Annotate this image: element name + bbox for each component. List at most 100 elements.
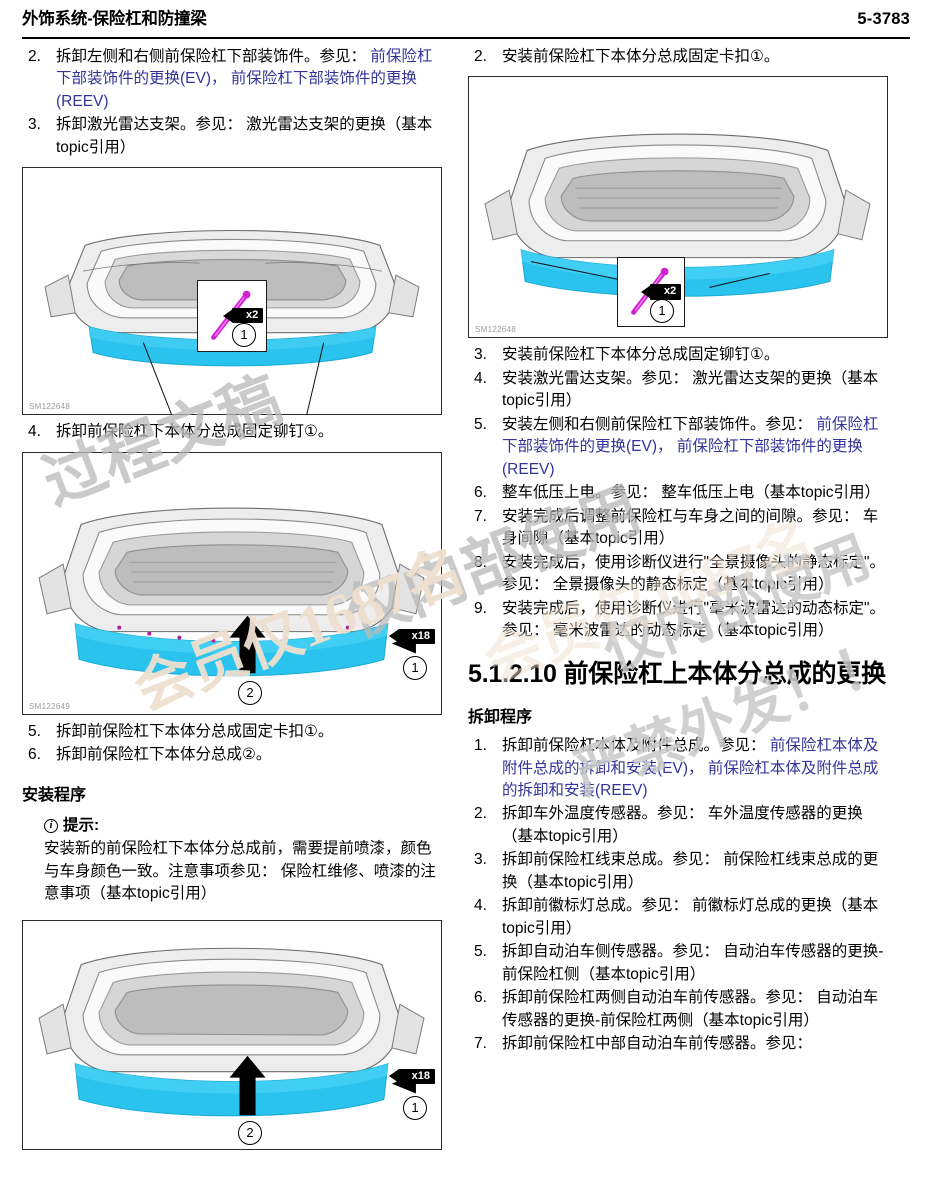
right-removal-steps: 1. 拆卸前保险杠本体及附件总成。参见： 前保险杠本体及附件总成的拆卸和安装(E… bbox=[468, 735, 888, 1056]
step-text: 拆卸车外温度传感器。参见： 车外温度传感器的更换（基本topic引用） bbox=[502, 805, 863, 845]
callout-number: 2 bbox=[238, 680, 262, 705]
step-text: 安装前保险杠下本体分总成固定铆钉①。 bbox=[502, 346, 780, 364]
list-item: 6. 拆卸前保险杠两侧自动泊车前传感器。参见： 自动泊车传感器的更换-前保险杠两… bbox=[468, 987, 888, 1032]
step-link[interactable]: 前保险杠下部装饰件的更换(REEV) bbox=[56, 70, 417, 110]
page-number: 5-3783 bbox=[857, 10, 910, 28]
step-text: 拆卸前保险杠线束总成。参见： 前保险杠线束总成的更换（基本topic引用） bbox=[502, 851, 879, 891]
list-item: 8. 安装完成后，使用诊断仪进行"全景摄像头的静态标定"。参见： 全景摄像头的静… bbox=[468, 552, 888, 597]
bumper-illustration bbox=[484, 133, 871, 298]
left-step-4: 4. 拆卸前保险杠下本体分总成固定铆钉①。 bbox=[22, 421, 442, 443]
step-text: 拆卸左侧和右侧前保险杠下部装饰件。参见： bbox=[56, 48, 367, 65]
bumper-illustration bbox=[44, 230, 420, 415]
figure-bumper-clips: x18 1 2 SM122649 bbox=[22, 451, 442, 715]
up-arrow bbox=[229, 615, 266, 674]
callout-number: 2 bbox=[238, 1120, 262, 1145]
callout-inset-box: x2 1 bbox=[617, 257, 685, 328]
quantity-badge: x2 bbox=[650, 284, 682, 300]
tip-note: 提示: 安装新的前保险杠下本体分总成前，需要提前喷漆，颜色与车身颜色一致。注意事… bbox=[44, 815, 442, 906]
list-item: 5. 拆卸自动泊车侧传感器。参见： 自动泊车传感器的更换-前保险杠侧（基本top… bbox=[468, 941, 888, 986]
step-text: 拆卸前保险杠下本体分总成②。 bbox=[56, 746, 272, 764]
step-number: 7. bbox=[474, 1035, 487, 1053]
list-item: 2. 安装前保险杠下本体分总成固定卡扣①。 bbox=[468, 46, 888, 68]
callout-number: 1 bbox=[650, 299, 674, 324]
list-item: 6. 拆卸前保险杠下本体分总成②。 bbox=[22, 744, 442, 766]
bumper-illustration bbox=[38, 507, 425, 677]
step-number: 5. bbox=[28, 722, 41, 740]
step-number: 9. bbox=[474, 599, 487, 617]
list-item: 1. 拆卸前保险杠本体及附件总成。参见： 前保险杠本体及附件总成的拆卸和安装(E… bbox=[468, 735, 888, 802]
step-number: 6. bbox=[474, 989, 487, 1007]
quantity-badge: x18 bbox=[397, 628, 435, 644]
list-item: 3. 拆卸激光雷达支架。参见： 激光雷达支架的更换（基本topic引用） bbox=[22, 114, 442, 159]
step-link[interactable]: 前保险杠本体及附件总成的拆卸和安装(EV)， bbox=[502, 737, 879, 777]
step-text: 安装完成后，使用诊断仪进行"全景摄像头的静态标定"。参见： 全景摄像头的静态标定… bbox=[502, 553, 886, 594]
list-item: 5. 拆卸前保险杠下本体分总成固定卡扣①。 bbox=[22, 721, 442, 743]
step-text: 拆卸自动泊车侧传感器。参见： 自动泊车传感器的更换-前保险杠侧（基本topic引… bbox=[502, 943, 884, 983]
step-text: 安装激光雷达支架。参见： 激光雷达支架的更换（基本topic引用） bbox=[502, 369, 879, 410]
right-column: 2. 安装前保险杠下本体分总成固定卡扣①。 bbox=[468, 46, 888, 1057]
header-title: 外饰系统-保险杠和防撞梁 bbox=[22, 10, 207, 28]
list-item: 6. 整车低压上电。参见： 整车低压上电（基本topic引用） bbox=[468, 482, 888, 504]
list-item: 2. 拆卸车外温度传感器。参见： 车外温度传感器的更换（基本topic引用） bbox=[468, 803, 888, 848]
step-text: 安装完成后，使用诊断仪进行"毫米波雷达的动态标定"。参见： 毫米波雷达的动态标定… bbox=[502, 599, 886, 640]
quantity-badge: x18 bbox=[397, 1068, 435, 1084]
list-item: 4. 拆卸前徽标灯总成。参见： 前徽标灯总成的更换（基本topic引用） bbox=[468, 895, 888, 940]
step-text: 拆卸前保险杠下本体分总成固定铆钉①。 bbox=[56, 423, 334, 441]
tip-note-label: 提示: bbox=[63, 816, 100, 834]
step-text: 整车低压上电。参见： 整车低压上电（基本topic引用） bbox=[502, 484, 881, 502]
tip-note-title: 提示: bbox=[44, 815, 442, 837]
step-text: 安装前保险杠下本体分总成固定卡扣①。 bbox=[502, 48, 780, 65]
step-number: 5. bbox=[474, 415, 487, 433]
right-install-steps: 3. 安装前保险杠下本体分总成固定铆钉①。 4. 安装激光雷达支架。参见： 激光… bbox=[468, 344, 888, 642]
step-number: 1. bbox=[474, 737, 487, 755]
step-number: 3. bbox=[474, 851, 487, 869]
step-text: 拆卸前徽标灯总成。参见： 前徽标灯总成的更换（基本topic引用） bbox=[502, 897, 879, 937]
step-link[interactable]: 前保险杠本体及附件总成的拆卸和安装(REEV) bbox=[502, 759, 879, 799]
section-heading: 5.1.2.10 前保险杠上本体分总成的更换 bbox=[468, 659, 886, 688]
figure-id: SM122648 bbox=[29, 402, 71, 412]
step-text: 拆卸激光雷达支架。参见： 激光雷达支架的更换（基本topic引用） bbox=[56, 116, 433, 156]
step-link[interactable]: 前保险杠下部装饰件的更换(EV)， bbox=[502, 415, 879, 456]
list-item: 5. 安装左侧和右侧前保险杠下部装饰件。参见： 前保险杠下部装饰件的更换(EV)… bbox=[468, 414, 888, 481]
step-link[interactable]: 前保险杠下部装饰件的更换(EV)， bbox=[56, 48, 433, 88]
callout-number: 1 bbox=[403, 655, 427, 680]
header-divider bbox=[22, 37, 910, 39]
step-text: 安装完成后调整前保险杠与车身之间的间隙。参见： 车身间隙（基本topic引用） bbox=[502, 507, 879, 548]
step-number: 6. bbox=[474, 484, 487, 502]
list-item: 2. 拆卸左侧和右侧前保险杠下部装饰件。参见： 前保险杠下部装饰件的更换(EV)… bbox=[22, 46, 442, 113]
removal-procedure-heading: 拆卸程序 bbox=[468, 709, 533, 727]
figure-bumper-install: x18 1 2 bbox=[22, 919, 442, 1150]
left-steps-top: 2. 拆卸左侧和右侧前保险杠下部装饰件。参见： 前保险杠下部装饰件的更换(EV)… bbox=[22, 46, 442, 159]
step-text: 安装左侧和右侧前保险杠下部装饰件。参见： bbox=[502, 415, 813, 433]
list-item: 3. 安装前保险杠下本体分总成固定铆钉①。 bbox=[468, 344, 888, 366]
list-item: 9. 安装完成后，使用诊断仪进行"毫米波雷达的动态标定"。参见： 毫米波雷达的动… bbox=[468, 598, 888, 643]
step-number: 4. bbox=[28, 423, 41, 441]
step-number: 4. bbox=[474, 897, 487, 915]
step-text: 拆卸前保险杠中部自动泊车前传感器。参见： bbox=[502, 1035, 813, 1053]
step-number: 7. bbox=[474, 507, 487, 525]
step-number: 2. bbox=[474, 48, 487, 65]
step-number: 5. bbox=[474, 943, 487, 961]
left-column: 2. 拆卸左侧和右侧前保险杠下部装饰件。参见： 前保险杠下部装饰件的更换(EV)… bbox=[22, 46, 442, 1156]
install-procedure-heading: 安装程序 bbox=[22, 786, 87, 804]
step-text: 拆卸前保险杠下本体分总成固定卡扣①。 bbox=[56, 722, 334, 740]
right-step-2: 2. 安装前保险杠下本体分总成固定卡扣①。 bbox=[468, 46, 888, 68]
step-number: 6. bbox=[28, 746, 41, 764]
step-link[interactable]: 前保险杠下部装饰件的更换(REEV) bbox=[502, 438, 863, 478]
callout-inset-box: x2 1 bbox=[197, 280, 267, 353]
bumper-illustration bbox=[38, 947, 425, 1116]
callout-number: 1 bbox=[232, 323, 256, 348]
list-item: 7. 安装完成后调整前保险杠与车身之间的间隙。参见： 车身间隙（基本topic引… bbox=[468, 506, 888, 551]
figure-id: SM122648 bbox=[475, 325, 517, 335]
figure-bumper-clips-install: x2 1 SM122648 bbox=[468, 76, 888, 339]
list-item: 4. 安装激光雷达支架。参见： 激光雷达支架的更换（基本topic引用） bbox=[468, 368, 888, 413]
callout-number: 1 bbox=[403, 1095, 427, 1120]
info-icon bbox=[44, 818, 58, 834]
step-number: 2. bbox=[28, 48, 41, 65]
step-number: 8. bbox=[474, 553, 487, 571]
figure-id: SM122649 bbox=[29, 701, 71, 711]
step-text: 拆卸前保险杠本体及附件总成。参见： bbox=[502, 737, 770, 755]
tip-note-body: 安装新的前保险杠下本体分总成前，需要提前喷漆，颜色与车身颜色一致。注意事项参见：… bbox=[44, 840, 436, 903]
list-item: 7. 拆卸前保险杠中部自动泊车前传感器。参见： bbox=[468, 1033, 888, 1055]
step-text: 拆卸前保险杠两侧自动泊车前传感器。参见： 自动泊车传感器的更换-前保险杠两侧（基… bbox=[502, 989, 879, 1029]
